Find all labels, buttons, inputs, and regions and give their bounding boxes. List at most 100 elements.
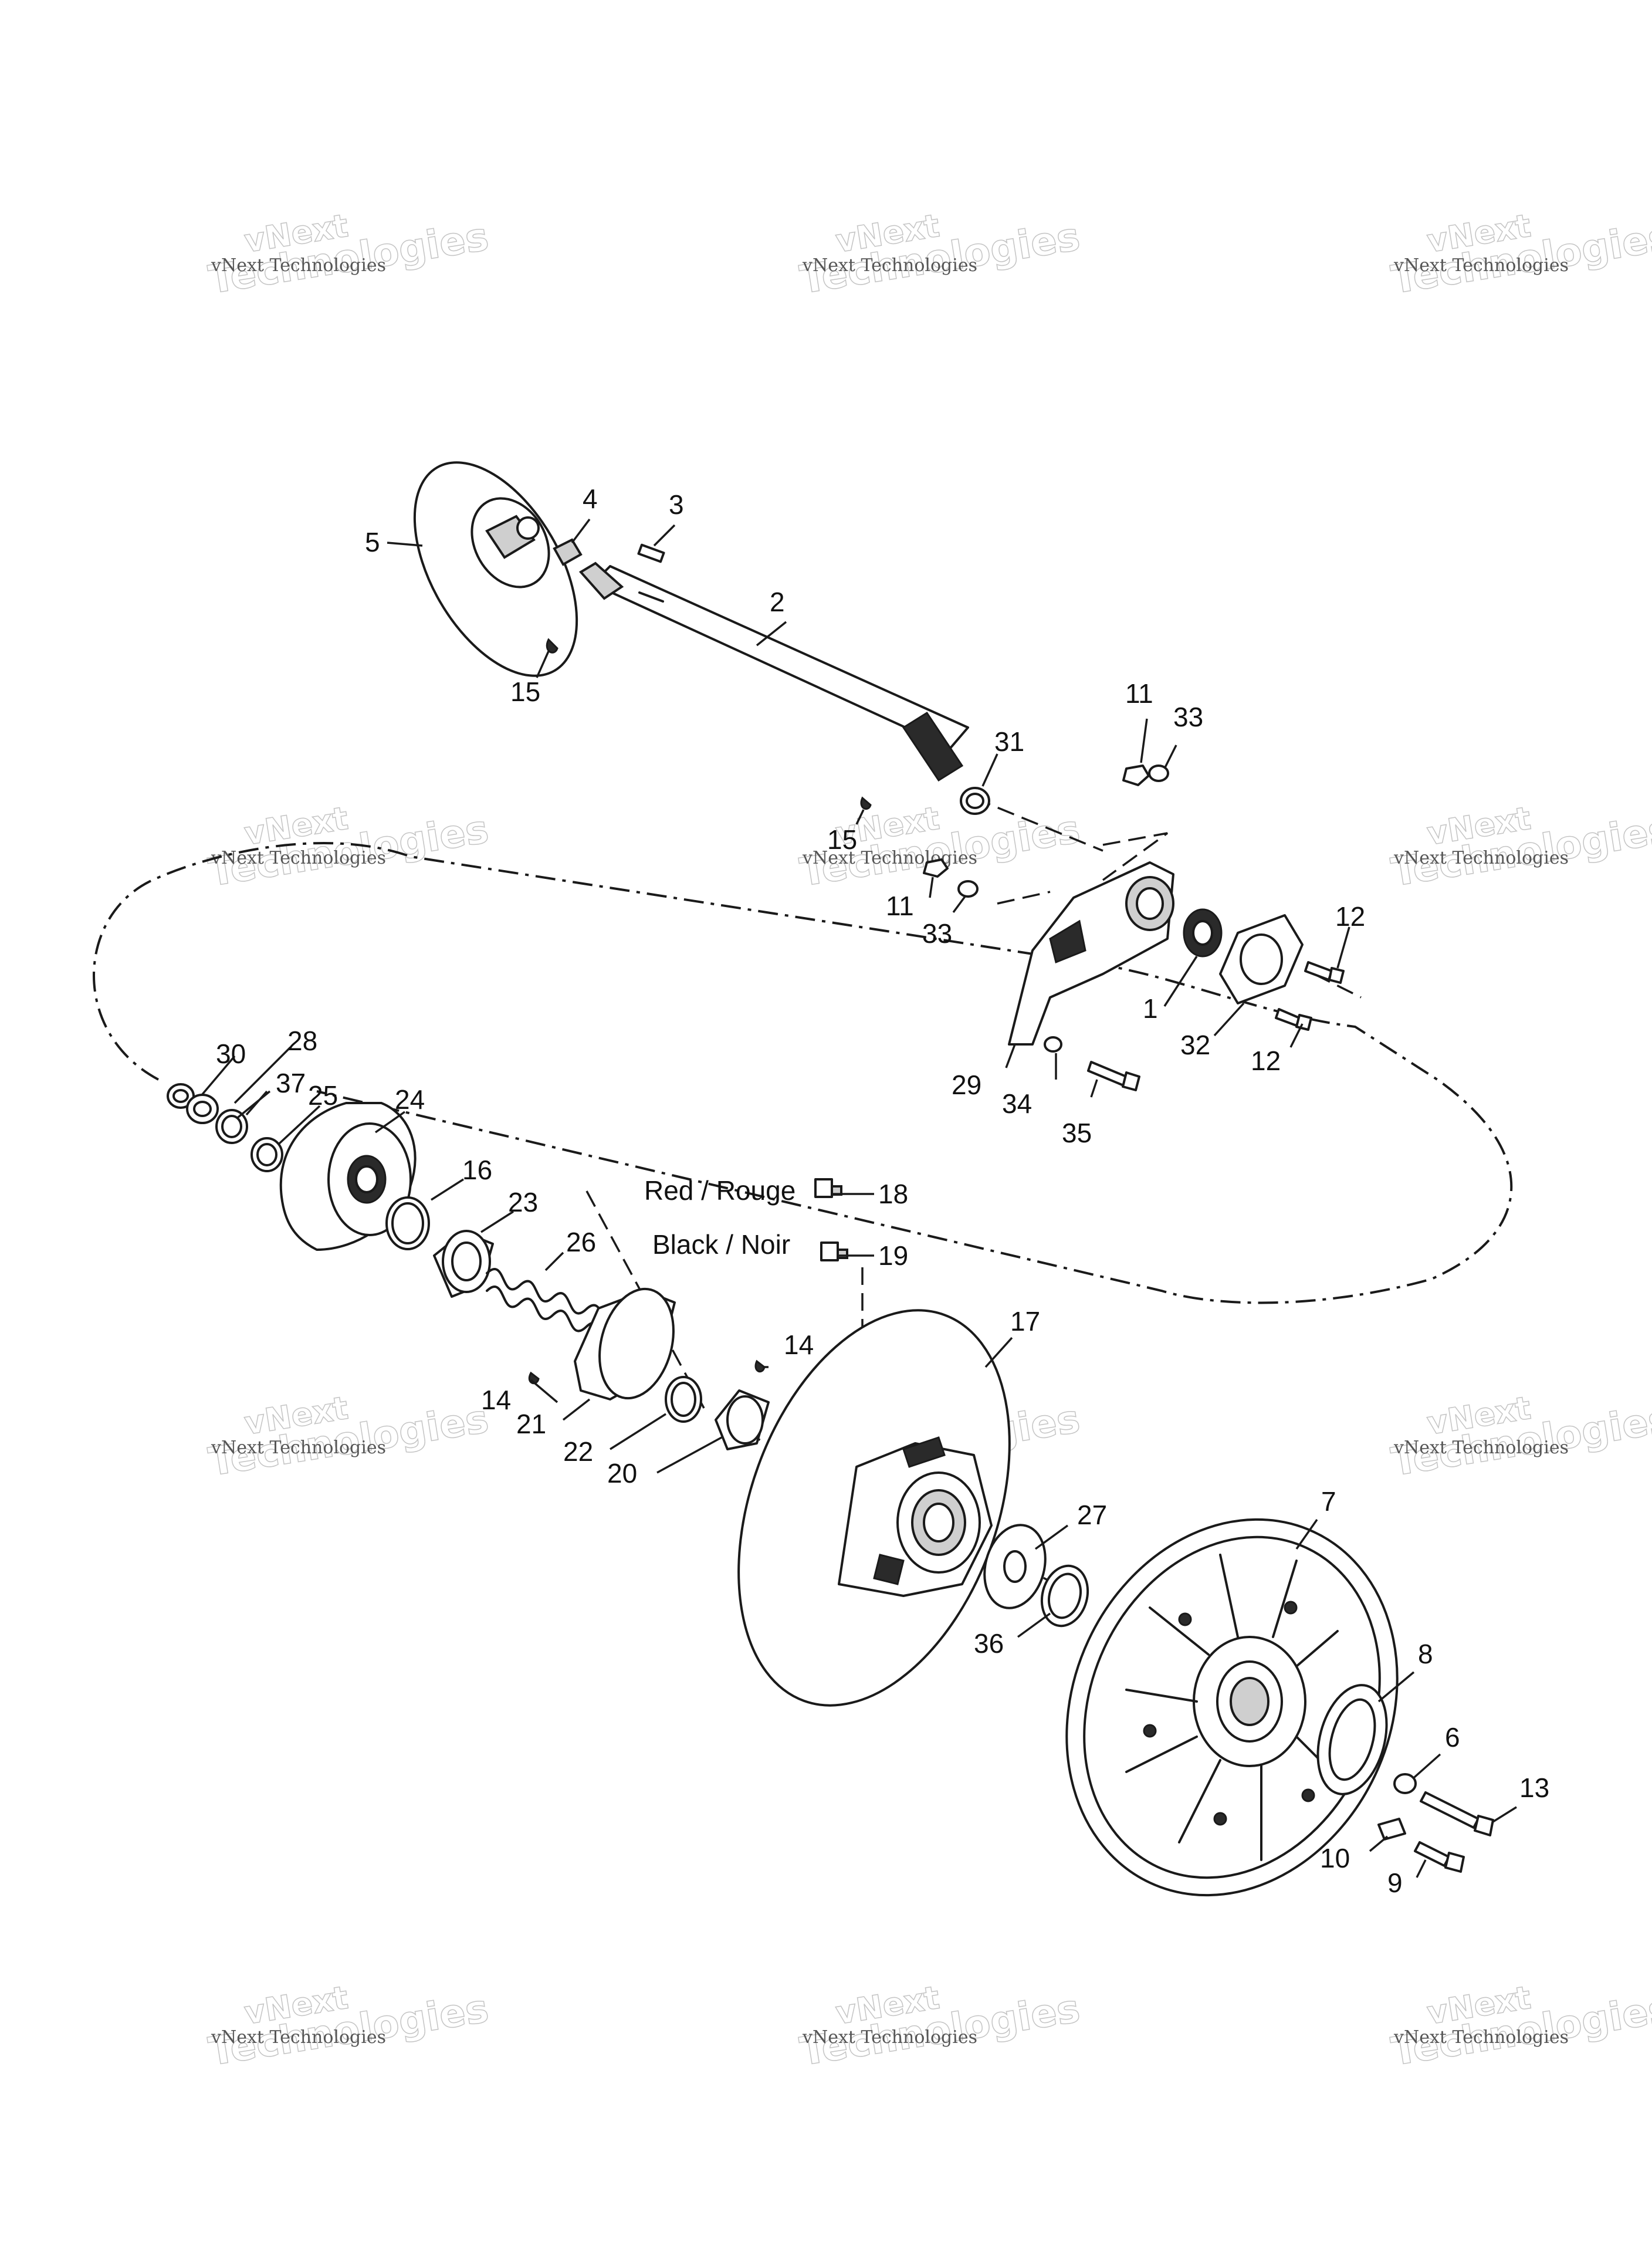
callout-31: 31 bbox=[994, 726, 1024, 757]
callout-14-left: 14 bbox=[481, 1385, 511, 1415]
callout-32: 32 bbox=[1180, 1030, 1210, 1060]
bolt-part-9 bbox=[1414, 1841, 1465, 1873]
watermark: vNext Technologies vNext Technologies bbox=[205, 1389, 492, 1485]
bearing-flange-part-32 bbox=[1219, 914, 1304, 1004]
svg-text:vNext Technologies: vNext Technologies bbox=[802, 848, 977, 868]
callout-30: 30 bbox=[216, 1038, 246, 1069]
fixed-sheave-part-5 bbox=[413, 461, 578, 677]
svg-text:vNext Technologies: vNext Technologies bbox=[211, 848, 386, 868]
callout-28: 28 bbox=[287, 1026, 317, 1056]
callout-16: 16 bbox=[462, 1155, 492, 1185]
washer-part-34 bbox=[1044, 1036, 1062, 1053]
nut-part-11-lower bbox=[923, 858, 949, 878]
callout-6: 6 bbox=[1445, 1722, 1460, 1753]
sleeve-part-21 bbox=[574, 1287, 676, 1400]
callout-3: 3 bbox=[669, 489, 684, 520]
leader-lines bbox=[201, 518, 1517, 1878]
watermark: vNext Technologies vNext Technologies bbox=[1388, 207, 1652, 303]
callout-35: 35 bbox=[1062, 1118, 1092, 1148]
callout-37: 37 bbox=[276, 1068, 306, 1098]
driven-pulley-part-7 bbox=[1065, 1518, 1399, 1897]
watermark: vNext Technologies vNext Technologies bbox=[1388, 1978, 1652, 2075]
axis-line-upper bbox=[973, 797, 1362, 999]
washer-part-27 bbox=[983, 1524, 1047, 1609]
wire-label-black: Black / Noir bbox=[652, 1229, 790, 1260]
spacer-ring-part-31 bbox=[960, 787, 990, 815]
watermark: vNext Technologies vNext Technologies bbox=[205, 207, 492, 303]
callout-8: 8 bbox=[1418, 1639, 1433, 1669]
grease-drop-part-15-upper bbox=[546, 638, 558, 654]
ring-part-8 bbox=[1316, 1684, 1388, 1795]
watermark: vNext Technologies vNext Technologies bbox=[797, 207, 1084, 303]
nut-part-11-upper bbox=[1122, 764, 1150, 786]
callout-12-upper: 12 bbox=[1335, 901, 1365, 932]
callout-20: 20 bbox=[607, 1458, 637, 1489]
callout-labels: 1 2 3 4 5 6 7 8 9 10 11 11 12 12 13 14 1… bbox=[216, 483, 1549, 1898]
washer-part-33-lower bbox=[957, 880, 979, 898]
ring-part-25 bbox=[250, 1137, 283, 1172]
watermark: vNext Technologies vNext Technologies bbox=[205, 799, 492, 895]
callout-1: 1 bbox=[1143, 993, 1158, 1024]
watermark: vNext Technologies vNext Technologies bbox=[1388, 1389, 1652, 1485]
callout-5: 5 bbox=[365, 527, 380, 557]
bolt-part-13 bbox=[1420, 1791, 1494, 1836]
callout-22: 22 bbox=[563, 1436, 593, 1467]
callout-27: 27 bbox=[1077, 1500, 1107, 1530]
svg-text:vNext Technologies: vNext Technologies bbox=[1393, 1437, 1569, 1458]
callout-21: 21 bbox=[516, 1409, 546, 1439]
callout-29: 29 bbox=[952, 1070, 981, 1100]
movable-sheave-part-17 bbox=[737, 1309, 1011, 1707]
bolt-part-12-upper bbox=[1304, 961, 1345, 984]
callout-13: 13 bbox=[1519, 1772, 1549, 1803]
ring-part-36 bbox=[1040, 1564, 1089, 1628]
callout-15-upper: 15 bbox=[510, 676, 540, 707]
svg-text:vNext Technologies: vNext Technologies bbox=[1393, 2027, 1569, 2048]
callout-10: 10 bbox=[1320, 1843, 1350, 1873]
svg-text:vNext Technologies: vNext Technologies bbox=[211, 255, 386, 276]
callout-33-lower: 33 bbox=[922, 918, 952, 949]
callout-33-upper: 33 bbox=[1173, 702, 1203, 732]
watermark: vNext Technologies vNext Technologies bbox=[205, 1978, 492, 2075]
bolt-part-12-lower bbox=[1275, 1008, 1312, 1031]
callout-2: 2 bbox=[770, 587, 785, 617]
support-plate-part-29 bbox=[1008, 861, 1174, 1046]
callout-26: 26 bbox=[566, 1227, 596, 1257]
svg-text:vNext Technologies: vNext Technologies bbox=[1393, 848, 1569, 868]
svg-text:vNext Technologies: vNext Technologies bbox=[1393, 255, 1569, 276]
svg-text:vNext Technologies: vNext Technologies bbox=[211, 1437, 386, 1458]
bushing-part-20 bbox=[715, 1389, 770, 1450]
callout-14-right: 14 bbox=[784, 1330, 814, 1360]
callout-24: 24 bbox=[395, 1084, 425, 1115]
o-ring-part-16 bbox=[385, 1196, 430, 1250]
washer-part-28 bbox=[186, 1094, 219, 1124]
bracket-part-10 bbox=[1377, 1818, 1406, 1841]
callout-7: 7 bbox=[1321, 1486, 1336, 1517]
wire-label-red: Red / Rouge bbox=[644, 1175, 795, 1206]
callout-18: 18 bbox=[878, 1179, 908, 1209]
callout-34: 34 bbox=[1002, 1088, 1032, 1119]
key-part-3 bbox=[637, 543, 665, 563]
callout-9: 9 bbox=[1387, 1868, 1403, 1898]
watermark: vNext Technologies vNext Technologies bbox=[797, 1978, 1084, 2075]
callout-11-lower: 11 bbox=[886, 891, 914, 921]
bushing-part-23 bbox=[433, 1230, 494, 1298]
callout-11-upper: 11 bbox=[1125, 678, 1153, 709]
callout-15-lower: 15 bbox=[827, 824, 857, 855]
callout-12-lower: 12 bbox=[1251, 1046, 1281, 1076]
ring-part-37 bbox=[215, 1109, 248, 1144]
callout-17: 17 bbox=[1010, 1306, 1040, 1337]
grease-drop-part-15-lower bbox=[860, 796, 872, 810]
washer-part-33-upper bbox=[1148, 764, 1169, 782]
callout-23: 23 bbox=[508, 1187, 538, 1217]
callout-19: 19 bbox=[878, 1240, 908, 1271]
svg-text:vNext Technologies: vNext Technologies bbox=[802, 255, 977, 276]
bushing-part-4 bbox=[553, 538, 583, 566]
callout-25: 25 bbox=[308, 1080, 338, 1111]
drive-belt-outline bbox=[93, 842, 1513, 1304]
svg-text:vNext Technologies: vNext Technologies bbox=[802, 2027, 977, 2048]
callout-4: 4 bbox=[583, 483, 598, 514]
connector-part-19 bbox=[820, 1241, 848, 1261]
washer-part-6 bbox=[1393, 1773, 1417, 1794]
bolt-part-35 bbox=[1087, 1061, 1140, 1091]
